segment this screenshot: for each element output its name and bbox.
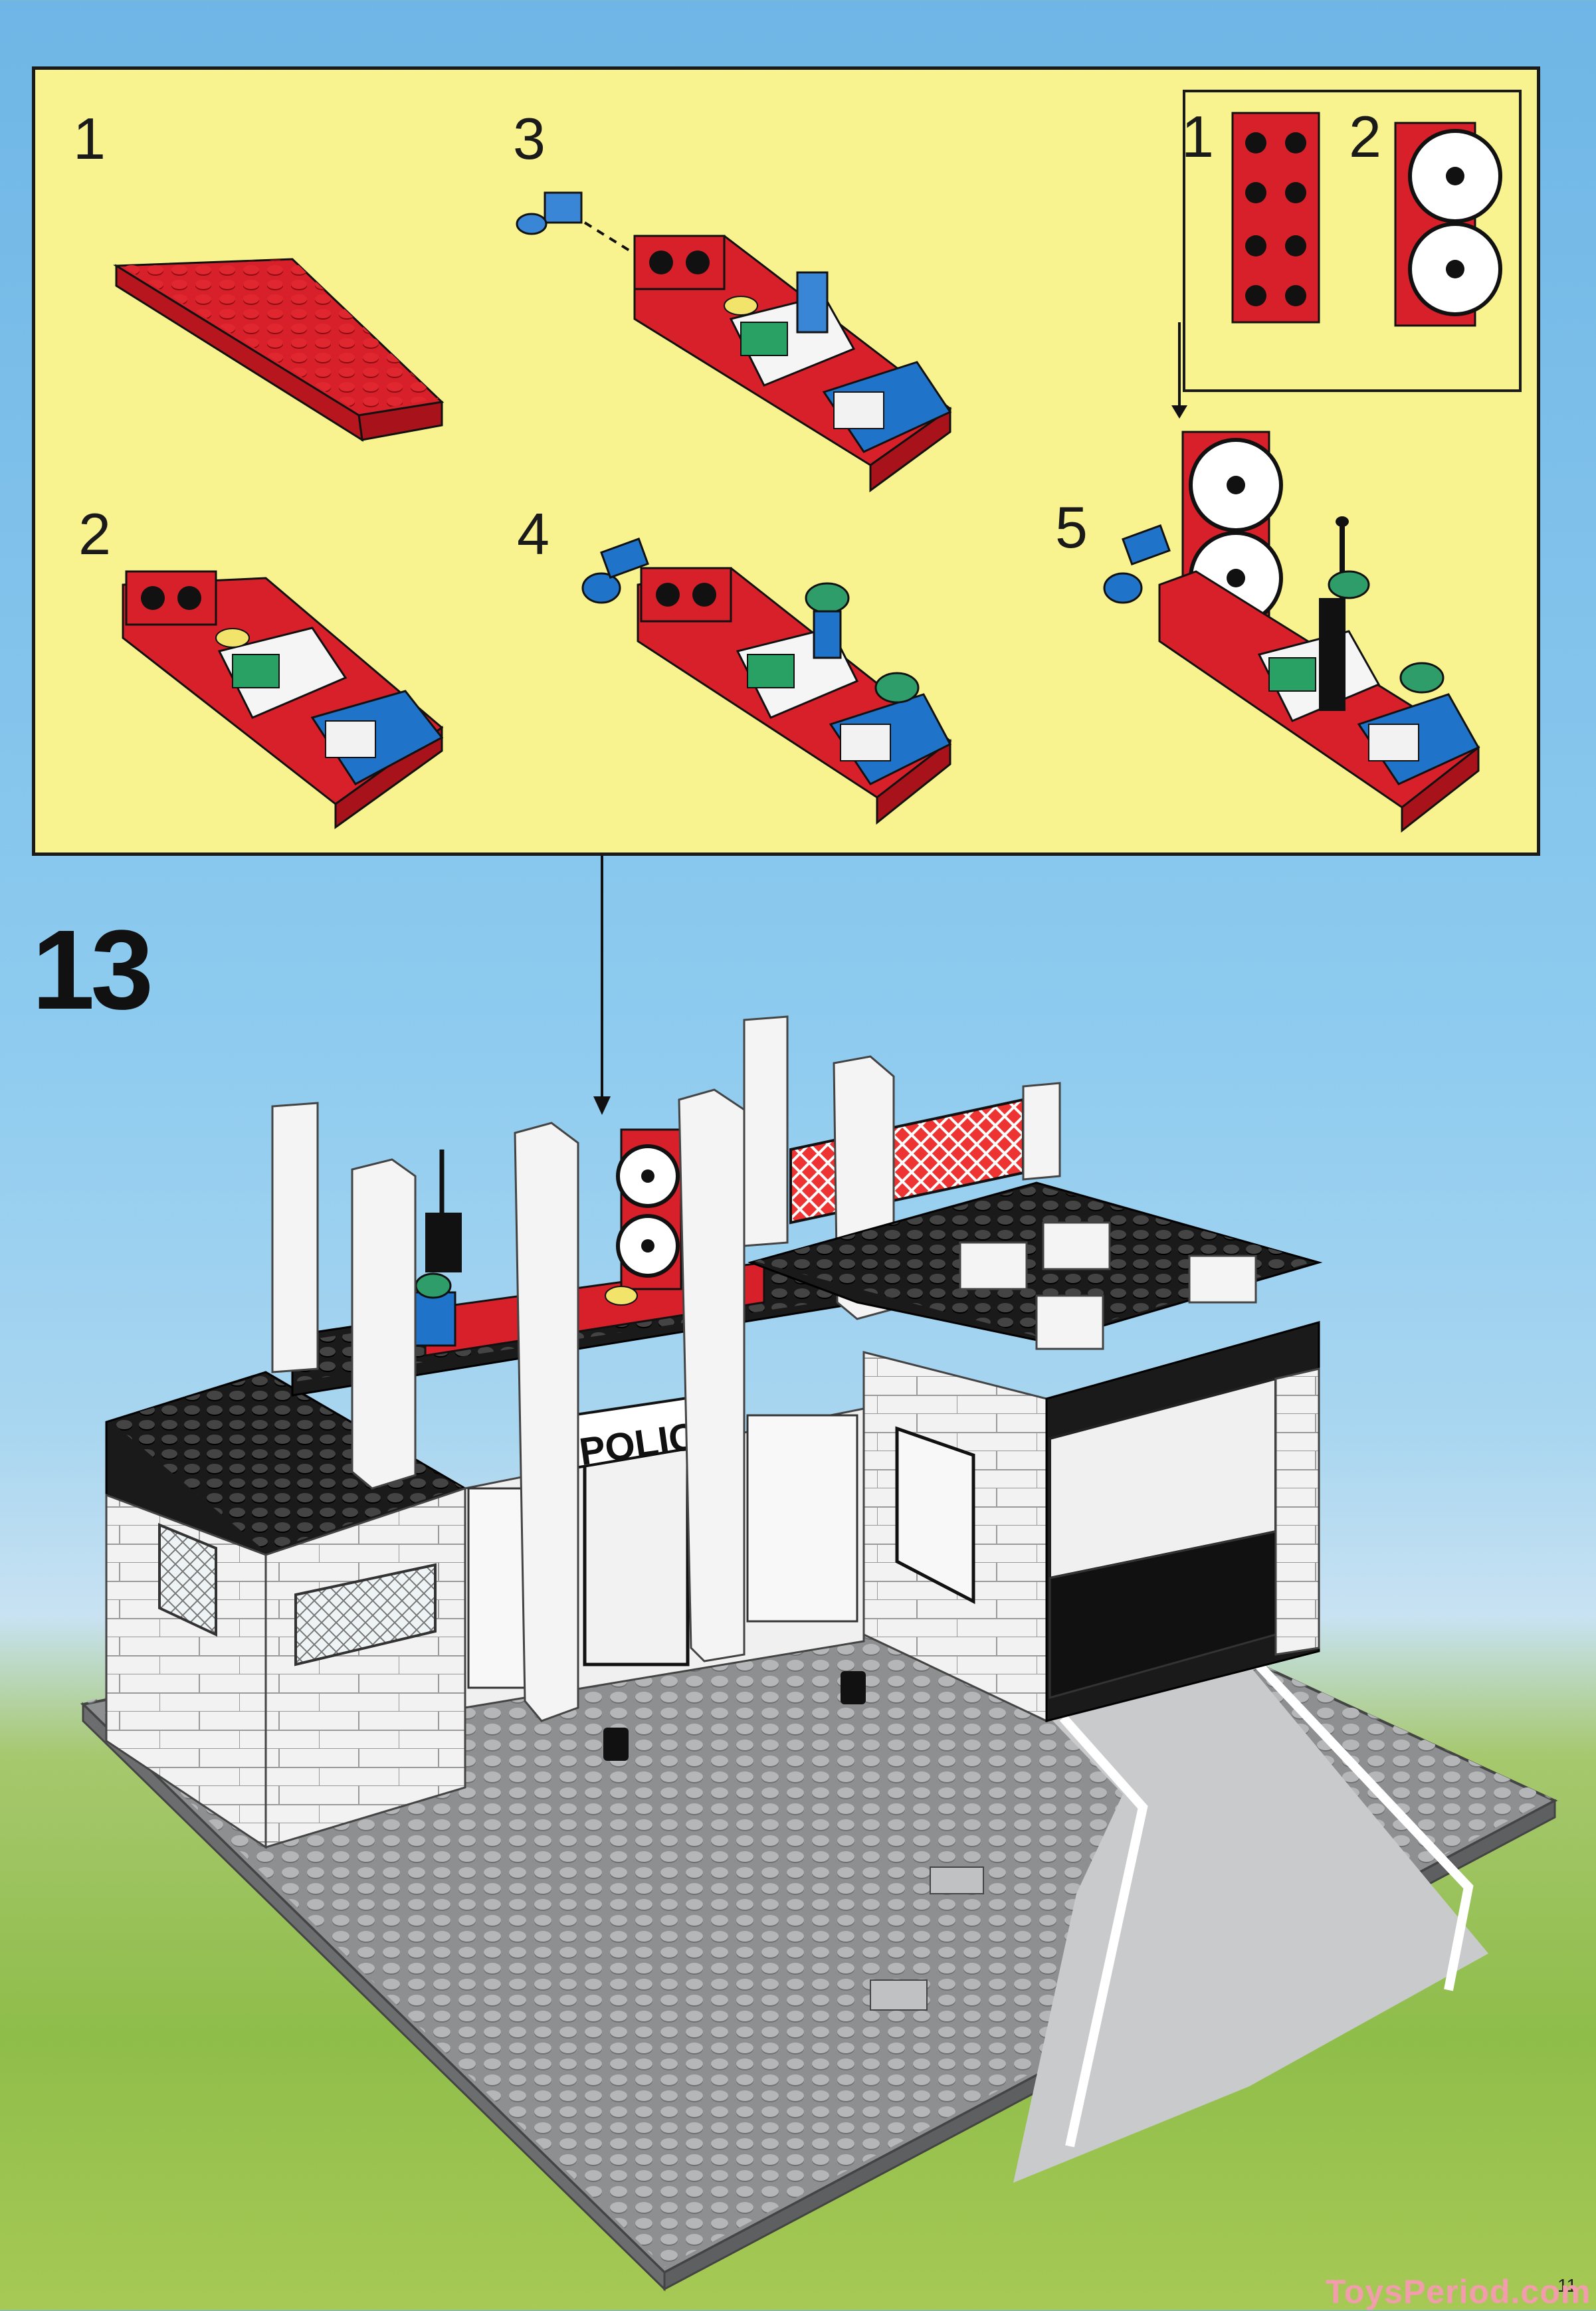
left-block: [105, 1371, 468, 1849]
inset-step-number-2: 2: [1349, 104, 1381, 169]
inset-step-number-1: 1: [1181, 104, 1214, 169]
inset-box: [1183, 90, 1522, 392]
substep-number-4: 4: [517, 501, 549, 567]
black-cylinder: [841, 1671, 866, 1704]
inset-1-red-brick: [1231, 112, 1320, 324]
inset-2-reel-brick: [1394, 122, 1502, 327]
gray-tile: [870, 1979, 928, 2011]
columns: [271, 1015, 1061, 1722]
page-number: 11: [1557, 2275, 1577, 2296]
inset-arrow-head: [1171, 405, 1187, 419]
placement-arrow-head: [593, 1096, 611, 1115]
substep-number-3: 3: [513, 106, 546, 171]
gray-tile: [930, 1866, 984, 1894]
main-step-number: 13: [32, 907, 153, 1033]
substep-4-assembly: [581, 538, 952, 825]
substep-number-5: 5: [1055, 494, 1088, 560]
right-block: [748, 1181, 1323, 1723]
watermark: ToysPeriod.com: [1326, 2273, 1591, 2310]
substep-2-assembly: [122, 570, 444, 829]
substep-number-1: 1: [73, 106, 106, 171]
substep-5-assembly: [1103, 431, 1480, 833]
substep-1-red-plate: [113, 258, 445, 442]
substep-3-assembly: [516, 191, 952, 492]
road: [1013, 1641, 1488, 2183]
black-cylinder: [603, 1728, 629, 1761]
substep-number-2: 2: [78, 501, 111, 567]
